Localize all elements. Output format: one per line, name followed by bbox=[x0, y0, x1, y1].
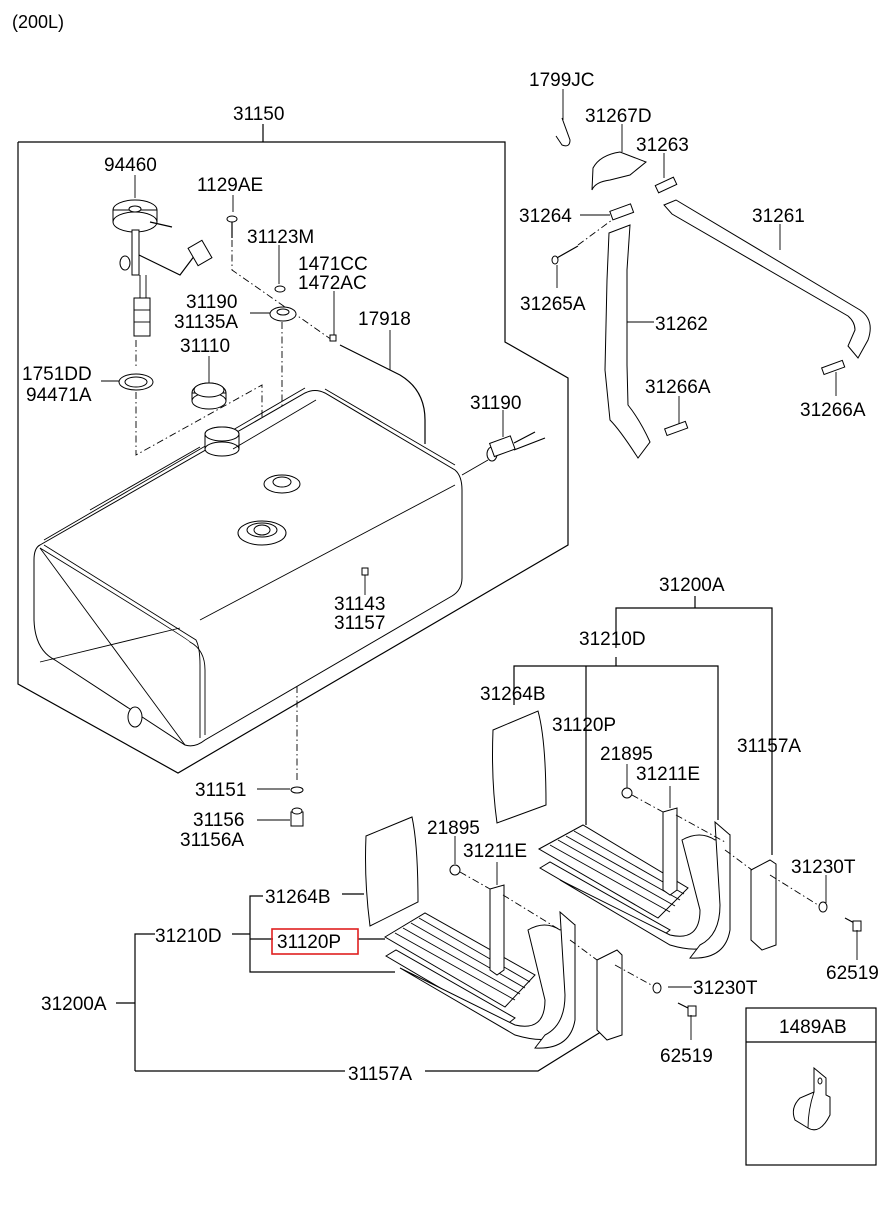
part-label-1129AE[interactable]: 1129AE bbox=[197, 175, 263, 196]
part-label-21895-left[interactable]: 21895 bbox=[427, 818, 480, 839]
bolt-62519-right[interactable] bbox=[844, 917, 862, 932]
strap-bracket-31267D[interactable] bbox=[591, 151, 647, 191]
part-label-94460[interactable]: 94460 bbox=[104, 155, 157, 176]
fuel-tank[interactable] bbox=[33, 387, 463, 747]
washer-31230T-left[interactable] bbox=[652, 982, 662, 994]
part-label-1799JC[interactable]: 1799JC bbox=[529, 70, 595, 91]
part-label-31156[interactable]: 31156 bbox=[193, 810, 244, 831]
gasket[interactable] bbox=[118, 373, 154, 391]
part-label-31157A-right[interactable]: 31157A bbox=[737, 736, 801, 757]
part-label-31265A[interactable]: 31265A bbox=[520, 294, 586, 315]
drain-fitting[interactable] bbox=[486, 431, 546, 462]
pin-31266A-lower[interactable] bbox=[663, 420, 689, 437]
part-label-94471A[interactable]: 94471A bbox=[26, 385, 92, 406]
highlight-box-31120P bbox=[271, 928, 359, 955]
part-label-31135A[interactable]: 31135A bbox=[174, 312, 238, 333]
pin-31263[interactable] bbox=[654, 176, 678, 194]
washer-icon[interactable] bbox=[274, 285, 286, 293]
part-label-31264B-left[interactable]: 31264B bbox=[265, 887, 331, 908]
part-label-31200A-right[interactable]: 31200A bbox=[659, 575, 725, 596]
bolt-31265A[interactable] bbox=[551, 245, 579, 265]
strap-31261[interactable] bbox=[663, 199, 871, 359]
part-label-62519-right[interactable]: 62519 bbox=[826, 963, 879, 984]
breather-hose[interactable] bbox=[339, 344, 426, 444]
part-label-31156A[interactable]: 31156A bbox=[180, 830, 244, 851]
part-label-1751DD[interactable]: 1751DD bbox=[22, 364, 92, 385]
part-label-31263[interactable]: 31263 bbox=[636, 135, 689, 156]
part-label-31120P-right[interactable]: 31120P bbox=[552, 715, 616, 736]
step-assembly-tree-left bbox=[116, 893, 621, 1072]
step-assembly-tree-right bbox=[513, 596, 773, 855]
part-label-31264B-right[interactable]: 31264B bbox=[480, 684, 546, 705]
part-label-62519-left[interactable]: 62519 bbox=[660, 1046, 713, 1067]
part-label-31190-drain[interactable]: 31190 bbox=[470, 393, 521, 414]
bracket-31157A-left[interactable] bbox=[596, 949, 623, 1041]
vent-fitting[interactable] bbox=[269, 306, 297, 322]
part-label-31120P-left[interactable]: 31120P bbox=[277, 932, 341, 953]
step-31120P-left[interactable] bbox=[384, 910, 576, 1049]
part-label-31190-vent[interactable]: 31190 bbox=[186, 292, 237, 313]
clip-icon[interactable] bbox=[361, 567, 369, 576]
screw-icon[interactable] bbox=[226, 215, 238, 238]
part-label-31230T-right[interactable]: 31230T bbox=[791, 857, 856, 878]
part-label-31266A-lower[interactable]: 31266A bbox=[645, 377, 711, 398]
part-label-31264[interactable]: 31264 bbox=[519, 206, 572, 227]
part-label-31123M[interactable]: 31123M bbox=[247, 227, 314, 248]
bracket-31211E-left[interactable] bbox=[489, 884, 505, 976]
fuel-sender-unit[interactable] bbox=[112, 175, 213, 337]
part-label-31230T-left[interactable]: 31230T bbox=[693, 978, 758, 999]
tank-assembly-frame bbox=[17, 124, 569, 774]
strap-31262[interactable] bbox=[604, 224, 651, 459]
part-label-1472AC[interactable]: 1472AC bbox=[298, 273, 367, 294]
bolt-62519-left[interactable] bbox=[677, 1002, 697, 1017]
washer-31230T-right[interactable] bbox=[818, 901, 828, 913]
part-label-31262[interactable]: 31262 bbox=[655, 314, 708, 335]
part-label-1471CC[interactable]: 1471CC bbox=[298, 254, 368, 275]
part-label-31211E-right[interactable]: 31211E bbox=[636, 764, 700, 785]
part-label-31266A-right[interactable]: 31266A bbox=[800, 400, 866, 421]
pin-31266A-right[interactable] bbox=[820, 359, 846, 376]
nut-21895-right[interactable] bbox=[621, 787, 633, 799]
drain-plug[interactable] bbox=[290, 807, 304, 827]
bracket-31157A-right[interactable] bbox=[750, 859, 777, 951]
part-label-31151[interactable]: 31151 bbox=[195, 780, 246, 801]
diagram-title: (200L) bbox=[12, 12, 64, 32]
part-label-31143[interactable]: 31143 bbox=[334, 594, 385, 615]
step-cover-31264B-left[interactable] bbox=[365, 816, 419, 927]
part-label-31200A-left[interactable]: 31200A bbox=[41, 994, 107, 1015]
part-label-31150[interactable]: 31150 bbox=[233, 104, 284, 125]
part-label-17918[interactable]: 17918 bbox=[358, 309, 411, 330]
part-label-21895-right[interactable]: 21895 bbox=[600, 744, 653, 765]
part-label-31157[interactable]: 31157 bbox=[334, 613, 385, 634]
fuel-cap[interactable] bbox=[191, 382, 227, 410]
part-label-31267D[interactable]: 31267D bbox=[585, 106, 652, 127]
inset-box-1489AB bbox=[745, 1007, 877, 1166]
clip-1799JC[interactable] bbox=[555, 117, 571, 147]
part-label-31210D-left[interactable]: 31210D bbox=[155, 926, 222, 947]
part-label-1489AB[interactable]: 1489AB bbox=[779, 1017, 847, 1038]
part-label-31211E-left[interactable]: 31211E bbox=[463, 841, 527, 862]
step-cover-31264B-right[interactable] bbox=[492, 710, 547, 824]
part-label-31157A-left[interactable]: 31157A bbox=[348, 1064, 412, 1085]
bracket-31211E-right[interactable] bbox=[662, 807, 678, 896]
washer-icon[interactable] bbox=[290, 786, 304, 794]
part-label-31210D-right[interactable]: 31210D bbox=[579, 629, 646, 650]
part-label-31261[interactable]: 31261 bbox=[752, 206, 805, 227]
pin-31264[interactable] bbox=[609, 203, 635, 221]
part-label-31110[interactable]: 31110 bbox=[180, 336, 230, 357]
clamp-1489AB[interactable] bbox=[792, 1066, 831, 1131]
clip-icon[interactable] bbox=[329, 334, 337, 342]
nut-21895-left[interactable] bbox=[449, 864, 461, 876]
step-31120P-right[interactable] bbox=[537, 820, 731, 959]
